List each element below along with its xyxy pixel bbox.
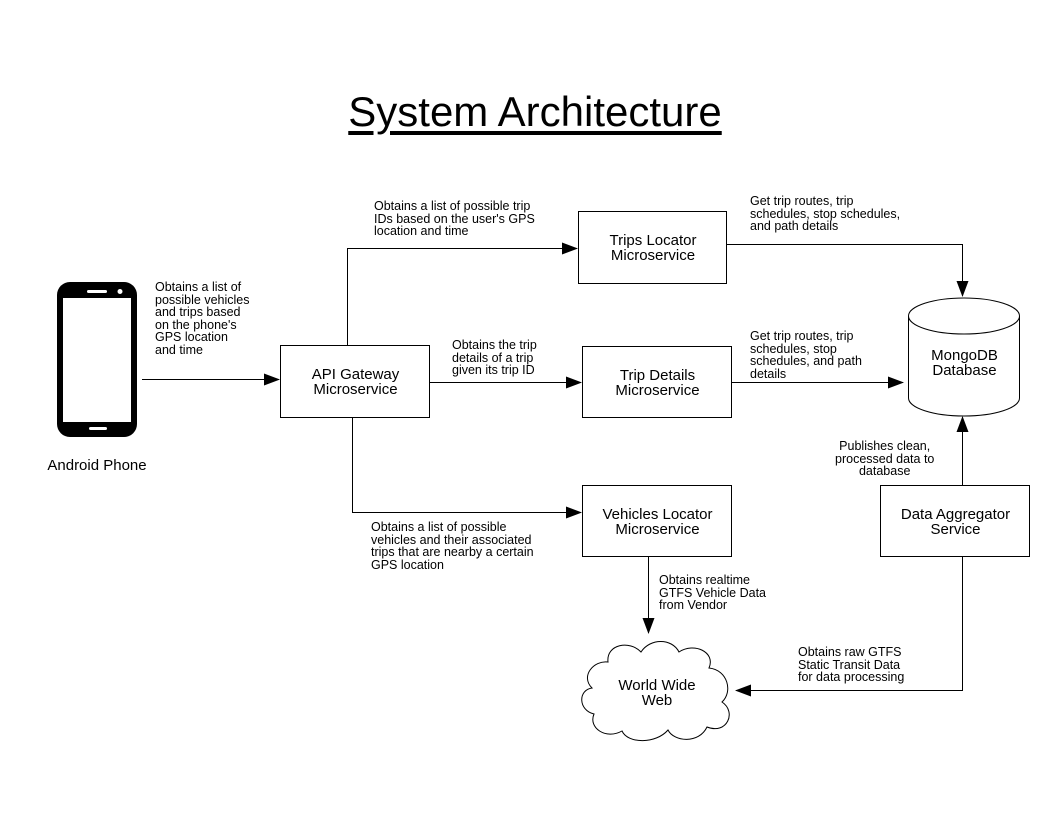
edge-label-aggregator-to-www: Obtains raw GTFS Static Transit Data for… bbox=[798, 645, 905, 685]
api-gateway-box bbox=[280, 345, 430, 418]
edge-label-phone-to-gateway: Obtains a list of possible vehicles and … bbox=[155, 280, 250, 357]
edge-aggregator-to-www bbox=[735, 557, 963, 697]
vehicles-locator-box bbox=[582, 485, 732, 557]
mongodb-label: MongoDB Database bbox=[931, 347, 998, 379]
edge-gateway-to-vehicles-locator bbox=[352, 418, 582, 519]
mongodb-cylinder bbox=[908, 297, 1020, 417]
edge-gateway-to-trips-locator bbox=[347, 242, 578, 345]
edge-label-gateway-to-trip-details: Obtains the trip details of a trip given… bbox=[452, 338, 537, 378]
trips-locator-label: Trips Locator Microservice bbox=[609, 232, 697, 264]
edge-trips-locator-to-db bbox=[727, 244, 969, 297]
edge-label-trip-details-to-db: Get trip routes, trip schedules, stop sc… bbox=[750, 329, 862, 381]
vehicles-locator-label: Vehicles Locator Microservice bbox=[602, 505, 713, 538]
diagram-title: System Architecture bbox=[348, 88, 722, 135]
data-aggregator-box bbox=[880, 485, 1030, 557]
edge-label-gateway-to-trips-locator: Obtains a list of possible trip IDs base… bbox=[374, 199, 535, 239]
api-gateway-label: API Gateway Microservice bbox=[311, 366, 400, 398]
data-aggregator-label: Data Aggregator Service bbox=[900, 505, 1011, 538]
edge-label-gateway-to-vehicles-locator: Obtains a list of possible vehicles and … bbox=[371, 520, 534, 572]
edge-label-vehicles-locator-to-www: Obtains realtime GTFS Vehicle Data from … bbox=[659, 573, 766, 613]
world-wide-web-label: World Wide Web bbox=[618, 677, 696, 709]
edge-label-trips-locator-to-db: Get trip routes, trip schedules, stop sc… bbox=[750, 194, 901, 234]
trip-details-box bbox=[582, 346, 732, 418]
android-phone-label: Android Phone bbox=[47, 457, 147, 474]
cloud-shape bbox=[581, 641, 730, 742]
android-phone-icon bbox=[57, 282, 137, 437]
trips-locator-box bbox=[578, 211, 727, 284]
edge-label-aggregator-to-db: Publishes clean, processed data to datab… bbox=[835, 439, 935, 479]
trip-details-label: Trip Details Microservice bbox=[615, 366, 700, 399]
